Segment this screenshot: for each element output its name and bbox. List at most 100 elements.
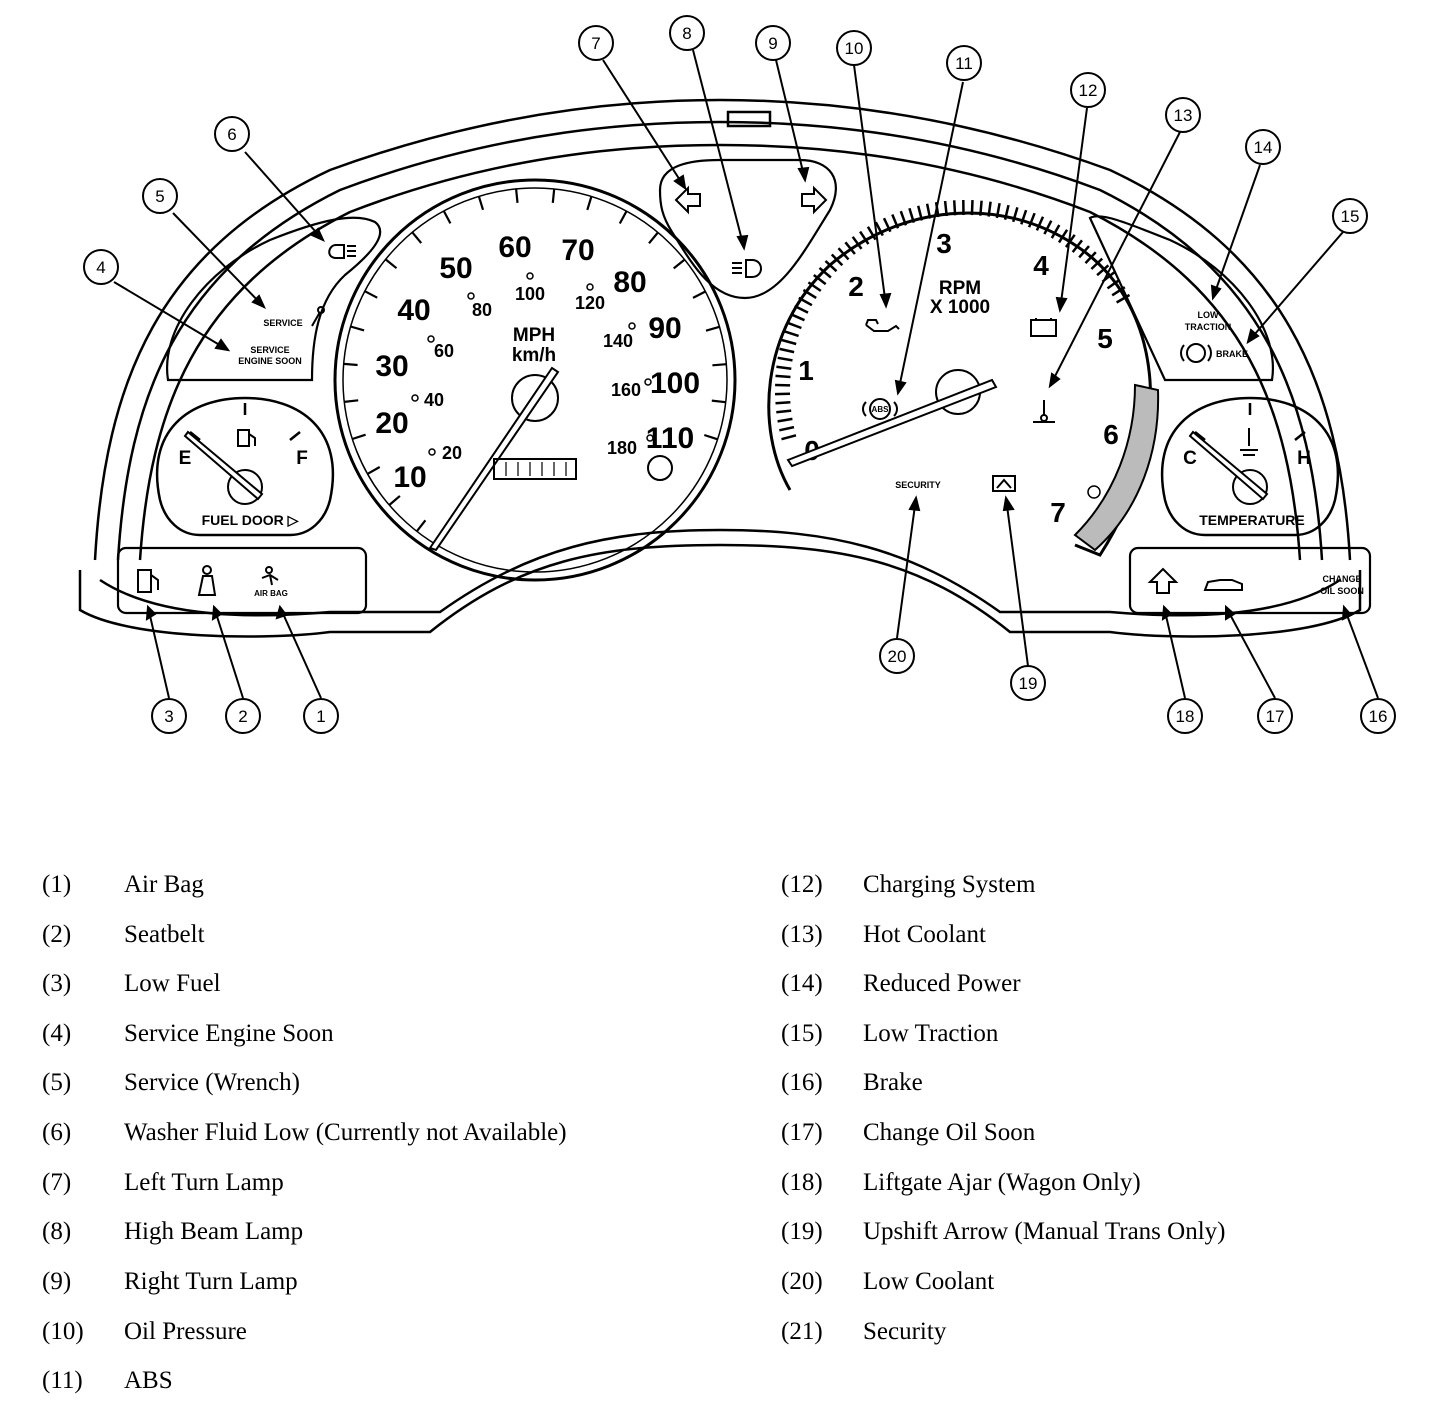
legend-label: Low Coolant: [863, 1268, 995, 1295]
dial-tick: [802, 288, 817, 299]
dial-tick: [777, 417, 793, 423]
legend-label: Washer Fluid Low (Currently not Availabl…: [124, 1119, 567, 1146]
change-oil-car-icon: [1203, 579, 1243, 591]
callout-number: 1: [316, 707, 325, 726]
legend-number: (12): [781, 871, 823, 898]
legend-number: (15): [781, 1020, 823, 1047]
coolant-temp-icon: [1240, 428, 1258, 456]
dial-tick: [790, 313, 806, 322]
legend-label: Charging System: [863, 871, 1036, 898]
legend-label: Low Traction: [863, 1020, 999, 1047]
dial-tick: [779, 347, 795, 354]
low-traction-label: TRACTION: [1185, 322, 1232, 332]
left-indicator-pod: [165, 216, 382, 382]
battery-icon: [1030, 318, 1057, 337]
legend-label: Service Engine Soon: [124, 1020, 334, 1047]
dial-tick: [673, 258, 686, 270]
right-turn-arrow-icon: [801, 185, 828, 215]
cluster-housing-base-inner: [99, 528, 1341, 617]
legend-number: (10): [42, 1318, 84, 1345]
dial-tick: [777, 356, 793, 362]
fuel-gauge-hub: [227, 469, 263, 505]
callout-number: 4: [96, 258, 105, 277]
liftgate-icon: [1147, 567, 1179, 594]
instrument-cluster-diagram: 10 20 30 40 50 60 70 80 90 100 110 20 40…: [78, 15, 1396, 734]
dial-tick: [1020, 209, 1028, 225]
dial-tick: [648, 231, 659, 244]
dial-tick: [1057, 229, 1069, 244]
mph-label: 90: [648, 312, 681, 345]
speedometer-dial: [333, 178, 737, 582]
legend-number: (4): [42, 1020, 72, 1047]
air-bag-label: AIR BAG: [254, 589, 288, 598]
callout-number: 12: [1079, 81, 1098, 100]
change-oil-label: CHANGE: [1322, 574, 1361, 584]
dial-tick: [916, 205, 924, 221]
dial-tick: [1084, 251, 1097, 264]
dial-tick: [844, 241, 856, 255]
callout-number: 16: [1369, 707, 1388, 726]
dial-tick: [1035, 216, 1045, 231]
callout-number: 9: [768, 34, 777, 53]
legend-number: (3): [42, 970, 72, 997]
legend-label: Reduced Power: [863, 970, 1021, 997]
mph-label: 30: [375, 350, 408, 383]
rpm-label: 5: [1097, 323, 1113, 354]
dial-tick: [798, 296, 813, 307]
temp-hot-label: H: [1297, 448, 1311, 469]
fuel-pump-icon: [237, 429, 256, 447]
fuel-door-caption: FUEL DOOR ▷: [202, 512, 300, 528]
oil-pressure-icon: [865, 319, 900, 332]
kmh-label: 20: [442, 443, 462, 463]
legend-number: (13): [781, 921, 823, 948]
dial-tick: [388, 495, 401, 506]
rpm-unit: RPM: [939, 278, 981, 299]
legend-number: (9): [42, 1268, 72, 1295]
callout-number: 2: [238, 707, 247, 726]
change-oil-label: OIL SOON: [1320, 586, 1364, 596]
dial-tick: [515, 188, 519, 204]
mph-label: 10: [393, 461, 426, 494]
dial-tick: [711, 399, 726, 404]
rpm-label: 3: [936, 228, 952, 259]
dial-tick: [1027, 212, 1036, 228]
fuel-gauge-needle: [183, 430, 264, 501]
legend: (1)Air Bag (2)Seatbelt (3)Low Fuel (4)Se…: [0, 862, 1440, 1414]
seatbelt-icon: [197, 565, 217, 596]
legend-label: Left Turn Lamp: [124, 1169, 284, 1196]
service-label: SERVICE: [263, 318, 302, 328]
dial-tick: [344, 399, 359, 403]
low-fuel-icon: [137, 569, 159, 593]
dial-tick: [1096, 264, 1110, 277]
legend-label: Service (Wrench): [124, 1069, 300, 1096]
temp-cold-label: C: [1183, 448, 1197, 469]
callout-number: 15: [1341, 207, 1360, 226]
cluster-housing-rim: [116, 120, 1324, 561]
callout-number: 20: [888, 647, 907, 666]
dial-tick: [1106, 278, 1121, 290]
tachometer-redline: [1073, 383, 1160, 552]
dial-tick: [775, 374, 791, 379]
callout-number: 7: [591, 34, 600, 53]
temperature-gauge: C H TEMPERATURE: [1160, 396, 1340, 537]
rpm-multiplier: X 1000: [930, 297, 990, 318]
rpm-label: 4: [1033, 250, 1049, 281]
dial-tick: [1071, 239, 1083, 253]
top-tab: [726, 110, 772, 128]
speedometer: 10 20 30 40 50 60 70 80 90 100 110 20 40…: [333, 178, 737, 582]
temperature-caption: TEMPERATURE: [1199, 512, 1305, 528]
hot-coolant-icon: [1033, 400, 1055, 423]
low-traction-label: LOW: [1198, 310, 1219, 320]
tachometer-dial: [767, 211, 1152, 557]
callout-number: 13: [1174, 106, 1193, 125]
dial-tick: [1090, 257, 1104, 270]
dial-tick: [703, 433, 718, 441]
dial-tick: [411, 231, 423, 244]
legend-label: Change Oil Soon: [863, 1119, 1036, 1146]
speedometer-hub: [511, 374, 559, 422]
odometer-display: [493, 458, 577, 480]
legend-number: (20): [781, 1268, 823, 1295]
dial-tick: [364, 290, 378, 299]
legend-number: (6): [42, 1119, 72, 1146]
dial-tick: [779, 425, 795, 432]
